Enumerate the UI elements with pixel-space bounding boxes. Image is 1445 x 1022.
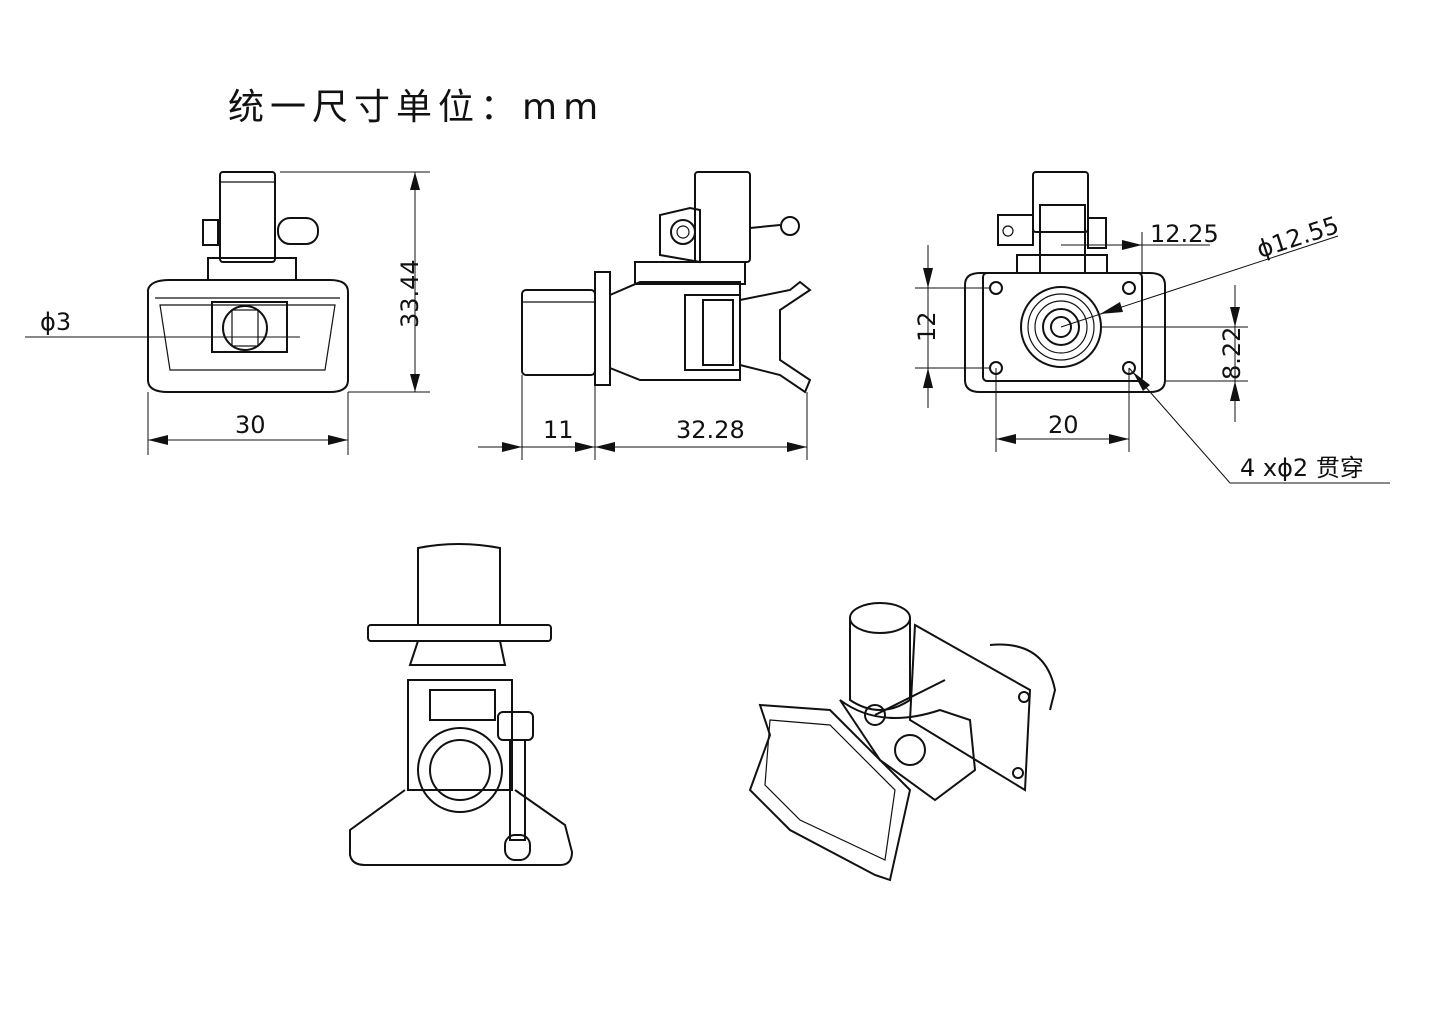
offset-12-25-label: 12.25 — [1150, 220, 1219, 248]
hole-spacing-12-label: 12 — [913, 311, 941, 342]
isometric-view — [748, 602, 1057, 882]
drawing-title: 统一尺寸单位：mm — [228, 87, 605, 128]
side-view: 11 32.28 — [478, 171, 812, 460]
front-perspective-view — [349, 543, 574, 866]
width-30-label: 30 — [235, 411, 266, 439]
diameter-3-label: ϕ3 — [40, 308, 71, 336]
hole-spacing-20-label: 20 — [1048, 411, 1079, 439]
length-32-28-label: 32.28 — [676, 416, 745, 444]
center-offset-8-22-label: 8.22 — [1218, 327, 1246, 380]
height-33-44-label: 33.44 — [396, 259, 424, 328]
through-holes-label: 4 xϕ2 贯穿 — [1240, 454, 1364, 482]
rear-view: 12.25 ϕ12.55 12 8.22 20 4 xϕ2 贯穿 — [913, 171, 1390, 484]
length-11-label: 11 — [543, 416, 574, 444]
bore-diameter-label: ϕ12.55 — [1253, 211, 1342, 264]
front-view: ϕ3 33.44 30 — [25, 171, 430, 455]
